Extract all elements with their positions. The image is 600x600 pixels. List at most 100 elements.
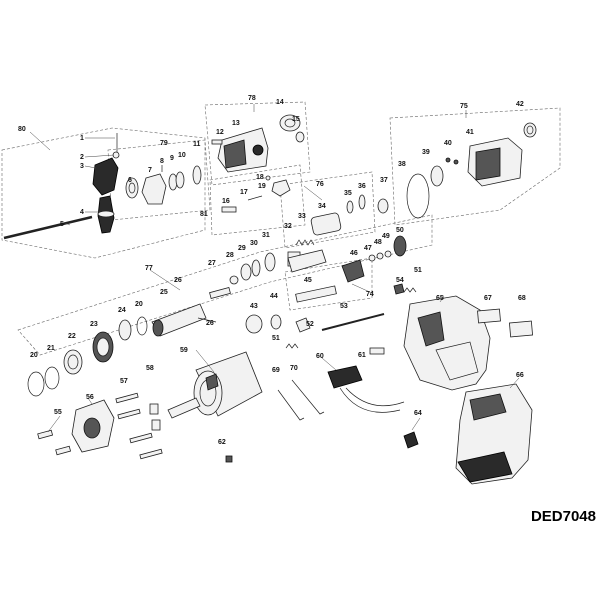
motor-fan: [205, 373, 219, 391]
label-80: 80: [18, 126, 26, 133]
pin-16: [221, 206, 237, 213]
label-55: 55: [54, 409, 62, 416]
label-79: 79: [160, 140, 168, 147]
group-78-outline: [204, 101, 311, 186]
spindle-25-end: [152, 319, 164, 337]
label-20b: 20: [135, 301, 143, 308]
label-5: 5: [60, 221, 64, 228]
label-14: 14: [276, 99, 284, 106]
group-81-parts: [221, 175, 291, 213]
crank-46: [341, 259, 365, 283]
label-31: 31: [262, 232, 270, 239]
end-cap-56-hole: [83, 417, 101, 439]
label-34: 34: [318, 203, 326, 210]
label-6: 6: [128, 177, 132, 184]
bearing-6-inner: [128, 182, 136, 194]
label-59: 59: [180, 347, 188, 354]
ring-42: [523, 122, 537, 138]
label-50: 50: [396, 227, 404, 234]
ring-42-inner: [526, 125, 534, 135]
leader: [84, 154, 115, 158]
label-19: 19: [258, 183, 266, 190]
chuck-hole: [252, 144, 264, 156]
ring-20: [27, 371, 45, 397]
ball-18: [265, 175, 271, 181]
ring-35: [346, 200, 354, 214]
housings: [403, 295, 534, 485]
label-61: 61: [358, 352, 366, 359]
leader: [87, 397, 93, 405]
housing-65-detail: [417, 311, 445, 347]
label-30: 30: [250, 240, 258, 247]
label-65: 65: [436, 295, 444, 302]
spindle-group-77: [27, 249, 327, 397]
label-68: 68: [518, 295, 526, 302]
housing-66-base: [457, 451, 513, 483]
label-81: 81: [200, 211, 208, 218]
screw-57b: [117, 408, 141, 420]
label-26: 26: [174, 277, 182, 284]
knob-19: [271, 179, 291, 197]
bearing-22-inner: [67, 354, 79, 370]
label-67: [477, 308, 501, 324]
bushing-58b: [151, 419, 161, 431]
label-77: 77: [145, 265, 153, 272]
screw-57c: [129, 432, 153, 444]
label-12: 12: [216, 129, 224, 136]
label-44: 44: [270, 293, 278, 300]
label-60: 60: [316, 353, 324, 360]
label-78: 78: [248, 95, 256, 102]
gear-housing-41-detail: [475, 147, 501, 181]
group-77-outline: [17, 214, 433, 356]
screw-57a: [115, 392, 139, 404]
sleeve-34: [310, 212, 342, 236]
clip-54: [393, 283, 405, 295]
leader: [411, 417, 421, 431]
label-29: 29: [238, 245, 246, 252]
bushing-58a: [149, 403, 159, 415]
leader: [195, 349, 215, 373]
ring-49: [384, 250, 392, 258]
rod-53: [321, 313, 385, 331]
bracket-52: [295, 317, 311, 333]
label-69: 69: [272, 367, 280, 374]
label-27: 27: [208, 260, 216, 267]
label-70: 70: [290, 365, 298, 372]
screw-40b: [453, 159, 459, 165]
leader-lines: [29, 104, 520, 433]
spring-51: [285, 343, 299, 349]
leader: [439, 295, 445, 303]
leader: [64, 222, 71, 226]
ring-36: [358, 194, 366, 210]
label-13: 13: [232, 120, 240, 127]
label-9: 9: [170, 155, 174, 162]
ring-31: [264, 252, 276, 272]
motor-shaft: [167, 397, 201, 419]
handle-washer-4: [97, 210, 115, 218]
handle-clamp-3: [92, 157, 119, 196]
group-81-outline: [209, 164, 306, 236]
label-1: 1: [80, 135, 84, 142]
gear-23-inner: [96, 337, 110, 357]
depth-rod-5: [3, 215, 93, 240]
label-38: 38: [398, 161, 406, 168]
label-74: 74: [366, 291, 374, 298]
label-67: 67: [484, 295, 492, 302]
label-25: 25: [160, 289, 168, 296]
label-46: 46: [350, 250, 358, 257]
leader: [149, 269, 181, 291]
label-11: 11: [193, 141, 201, 148]
bearing-22: [63, 349, 83, 375]
sleeve-14-inner: [284, 118, 296, 128]
leader: [509, 377, 520, 389]
leader: [29, 131, 51, 151]
label-40: 40: [444, 140, 452, 147]
sleeve-14: [279, 114, 301, 132]
label-26b: 26: [206, 320, 214, 327]
screw-57d: [139, 448, 163, 460]
label-76: 76: [316, 181, 324, 188]
group-75-outline: [389, 107, 561, 226]
label-51: 51: [414, 267, 422, 274]
label-39: 39: [422, 149, 430, 156]
bearing-39: [430, 165, 444, 187]
